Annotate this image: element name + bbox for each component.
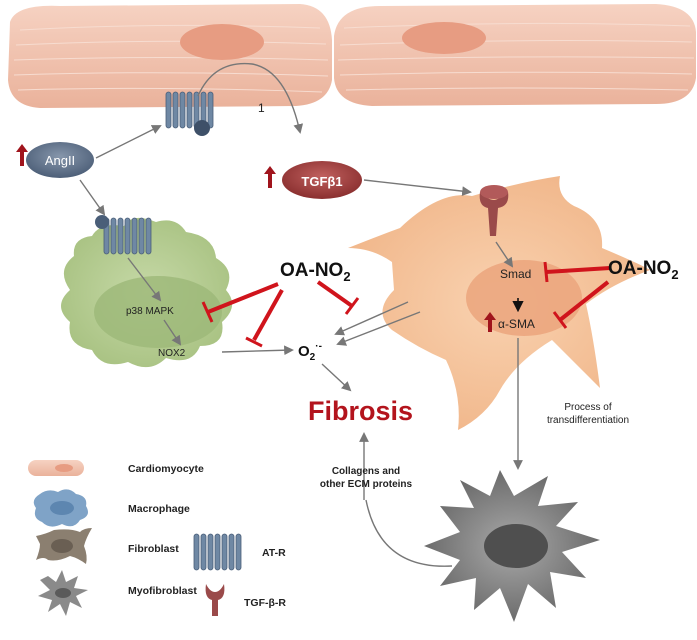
fibroblast-nucleus (466, 260, 582, 336)
arrow-cardio-to-tgfb1 (197, 62, 304, 134)
tgfb-receptor-fibroblast (479, 185, 509, 236)
legend-label: Fibroblast (128, 543, 179, 555)
legend: Cardiomyocyte Macrophage Fibroblast Myof… (28, 460, 286, 616)
myofibroblast-cell (424, 470, 600, 622)
at-receptor-cardiomyocyte (165, 91, 214, 136)
inhibition-lines (201, 261, 611, 348)
arrow-receptor-to-smad (495, 241, 514, 268)
alpha-sma-label: α-SMA (498, 317, 535, 331)
legend-label: TGF-β-R (244, 597, 286, 609)
process-label-line2: transdifferentiation (547, 415, 629, 426)
inhibit-p38 (207, 282, 279, 314)
arrow-superoxide-to-fibrosis (321, 363, 352, 392)
arrow-tgfb1-to-receptor (363, 179, 472, 196)
superoxide-label: O2·- (298, 341, 322, 363)
legend-item-cardiomyocyte: Cardiomyocyte (28, 460, 204, 476)
cardiomyocyte-right (334, 4, 696, 106)
inhibit-smad (545, 266, 611, 274)
oa-no2-right-label: OA-NO2 (608, 258, 679, 282)
collagen-label-line1: Collagens and (332, 466, 400, 477)
at-receptor-legend-icon (193, 533, 242, 571)
legend-label: Cardiomyocyte (128, 463, 204, 475)
process-label-line1: Process of (564, 402, 611, 413)
tgfb-receptor-legend-icon (205, 584, 225, 616)
pathway-arrows (79, 62, 523, 567)
up-arrow-icon (264, 166, 276, 188)
step-number-label: 1 (258, 101, 265, 115)
up-arrow-icon (16, 144, 28, 166)
arrow-nox2-to-superoxide (221, 345, 294, 356)
fibroblast-cell (348, 176, 650, 430)
angii-molecule: AngII (26, 142, 94, 178)
arrow-angii-to-cardio (95, 125, 162, 159)
legend-label: Myofibroblast (128, 585, 197, 597)
macrophage-cell (61, 217, 233, 368)
arrow-p38-to-nox2 (163, 319, 182, 346)
tgfb1-label: TGFβ1 (301, 174, 342, 189)
legend-label: AT-R (262, 547, 286, 559)
at-receptor-macrophage (95, 215, 152, 255)
cardiomyocyte-left (8, 4, 332, 108)
myofibroblast-nucleus (484, 524, 548, 568)
tgfb1-molecule: TGFβ1 (282, 161, 362, 199)
p38-mapk-label: p38 MAPK (126, 306, 174, 317)
arrow-angii-to-macrophage (79, 179, 106, 216)
legend-item-at-r: AT-R (193, 533, 286, 571)
arrow-myofibroblast-to-ecm (365, 499, 453, 567)
legend-item-macrophage: Macrophage (33, 489, 190, 527)
cardiomyocyte-nucleus (402, 22, 486, 54)
arrow-receptor-to-p38 (127, 257, 162, 302)
inhibit-nox2 (252, 289, 284, 341)
inhibit-asma (558, 280, 610, 322)
nox2-label: NOX2 (158, 348, 186, 359)
fibrosis-label: Fibrosis (308, 396, 413, 426)
smad-label: Smad (500, 267, 531, 281)
macrophage-nucleus (94, 276, 222, 348)
arrow-fibroblast-to-superoxide-2 (336, 311, 421, 346)
legend-label: Macrophage (128, 503, 190, 515)
legend-item-tgfb-r: TGF-β-R (205, 584, 286, 616)
oa-no2-left-label: OA-NO2 (280, 260, 351, 284)
legend-item-myofibroblast: Myofibroblast (38, 570, 197, 616)
collagen-label-line2: other ECM proteins (320, 479, 413, 490)
angii-label: AngII (45, 153, 75, 168)
cardiomyocyte-nucleus (180, 24, 264, 60)
inhibit-superoxide (316, 280, 354, 308)
up-arrow-icon (484, 312, 496, 332)
legend-item-fibroblast: Fibroblast (36, 528, 179, 564)
arrow-fibroblast-to-superoxide-1 (334, 301, 409, 336)
